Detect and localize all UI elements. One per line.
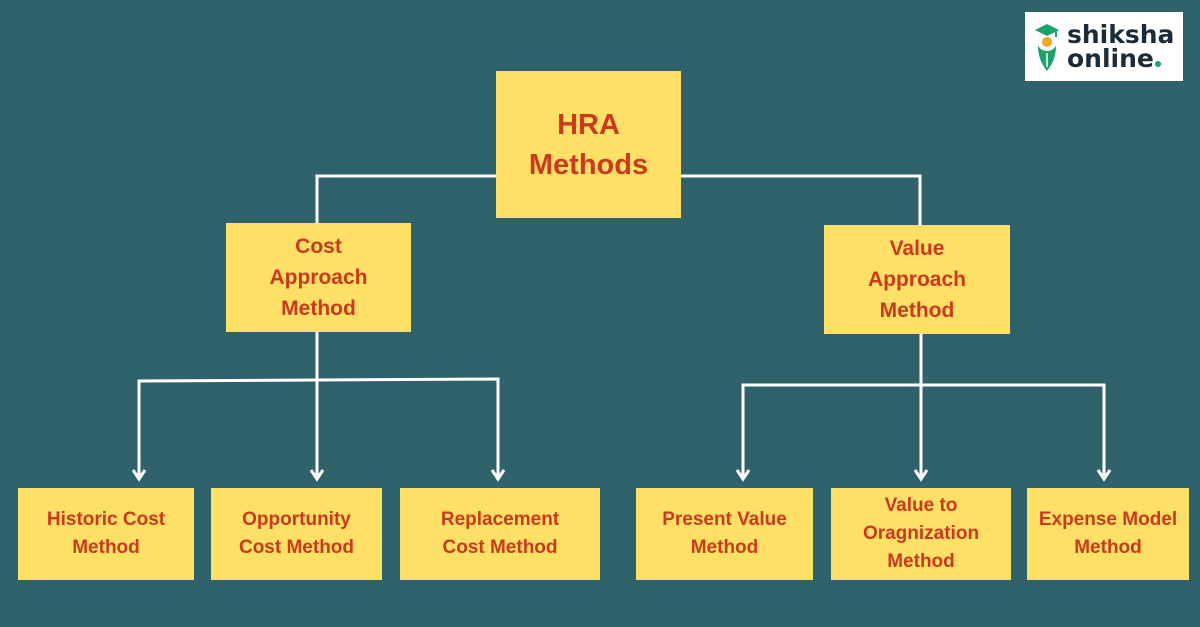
- expense-model-node: Expense Model Method: [1027, 488, 1189, 580]
- logo-wordmark: shiksha online: [1067, 19, 1175, 73]
- present-value-node: Present Value Method: [636, 488, 813, 580]
- logo-dot: [1154, 60, 1161, 67]
- historic-cost-label: Historic Cost Method: [46, 509, 166, 558]
- logo-line-1: shiksha: [1067, 19, 1175, 49]
- brand-logo: shiksha online: [1025, 12, 1183, 81]
- replacement-cost-node: Replacement Cost Method: [400, 488, 600, 580]
- root-node-label: HRA Methods: [528, 108, 649, 181]
- opportunity-cost-node: Opportunity Cost Method: [211, 488, 382, 580]
- opportunity-cost-label: Opportunity Cost Method: [238, 509, 355, 558]
- cost-approach-node: Cost Approach Method: [226, 223, 411, 332]
- arrowhead-opportunity: [309, 469, 325, 482]
- cost-approach-label: Cost Approach Method: [269, 235, 368, 320]
- value-to-organization-label: Value to Oragnization Method: [862, 495, 980, 572]
- root-node: HRA Methods: [496, 71, 681, 218]
- value-to-organization-node: Value to Oragnization Method: [831, 488, 1011, 580]
- connector-value-bar: [741, 383, 1106, 476]
- logo-line-2: online: [1067, 43, 1174, 73]
- arrowhead-expense: [1096, 469, 1112, 482]
- arrowhead-historic: [131, 469, 147, 482]
- value-approach-label: Value Approach Method: [867, 237, 966, 322]
- present-value-label: Present Value Method: [662, 509, 787, 558]
- arrowhead-present: [735, 469, 751, 482]
- connector-cost-bar: [137, 377, 500, 476]
- arrowhead-value-org: [913, 469, 929, 482]
- logo-line-2-text: online: [1067, 43, 1154, 73]
- graduate-pen-icon: [1035, 23, 1059, 71]
- connector-root-to-value: [679, 174, 922, 227]
- historic-cost-node: Historic Cost Method: [18, 488, 194, 580]
- value-approach-node: Value Approach Method: [824, 225, 1010, 334]
- arrowhead-replacement: [490, 469, 506, 482]
- expense-model-label: Expense Model Method: [1038, 509, 1178, 558]
- replacement-cost-label: Replacement Cost Method: [440, 509, 560, 558]
- connector-root-to-cost: [315, 174, 498, 225]
